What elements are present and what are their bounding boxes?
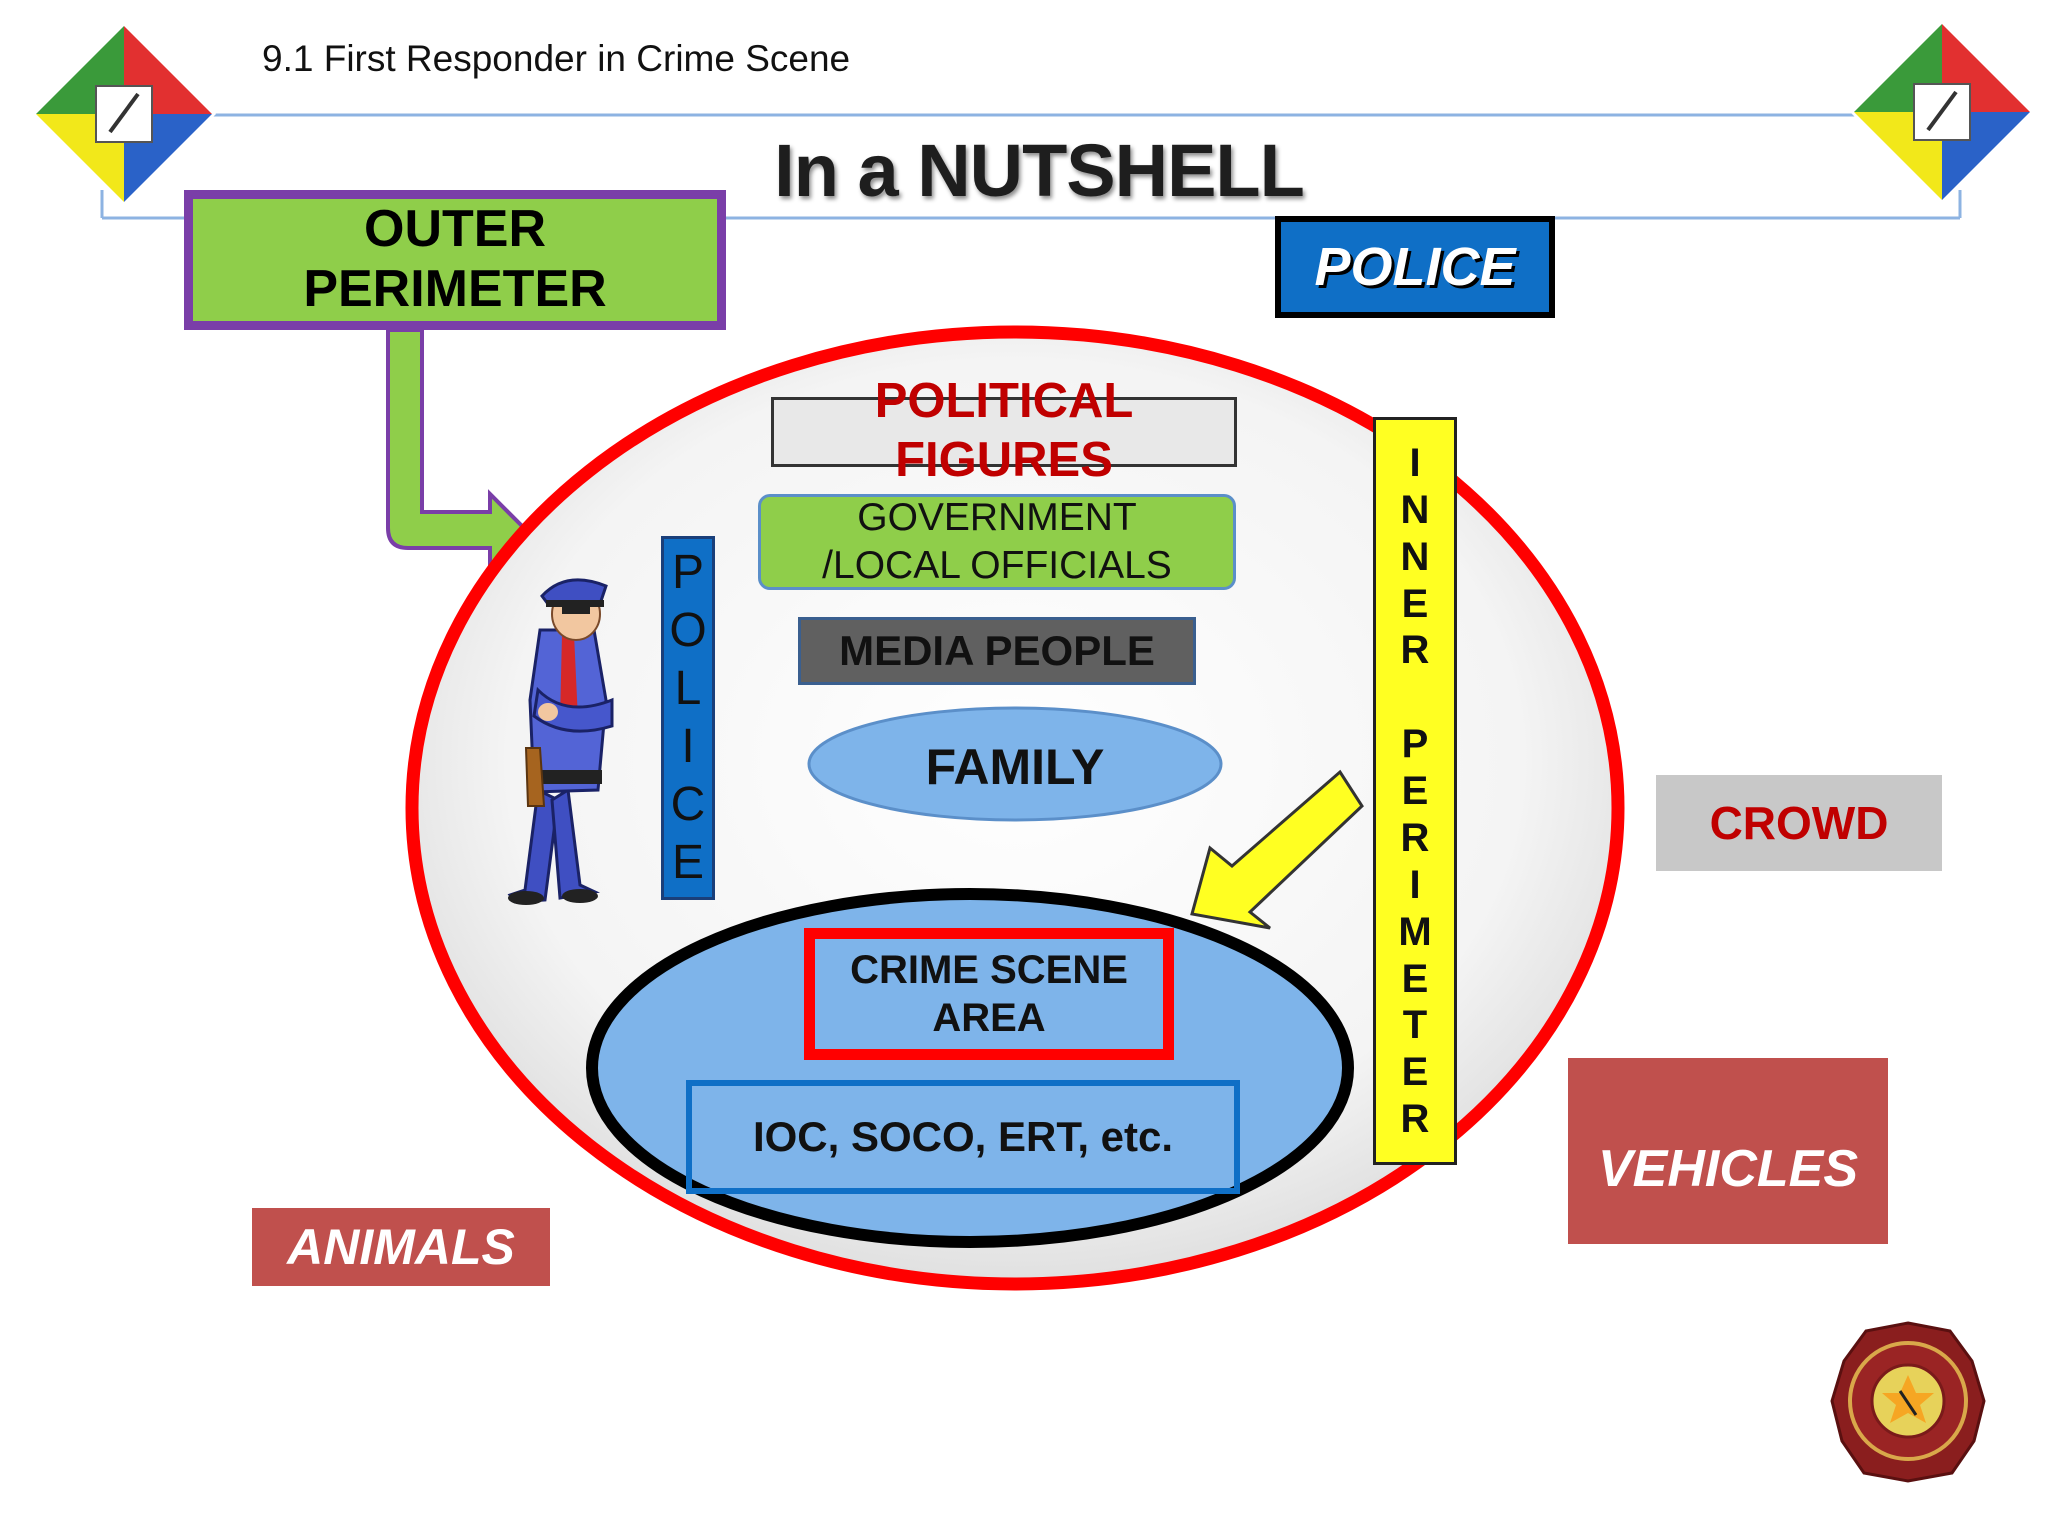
inner-perimeter-letter: E (1401, 769, 1429, 813)
diamond-emblem-icon (32, 22, 216, 206)
government-officials-box: GOVERNMENT /LOCAL OFFICIALS (758, 494, 1236, 590)
outer-perimeter-arrow (386, 328, 529, 571)
inner-perimeter-arrow (1190, 769, 1364, 930)
crime-scene-area-box: CRIME SCENE AREA (804, 928, 1174, 1060)
police-vertical-box: P O L I C E (661, 536, 715, 900)
outer-perimeter-box: OUTER PERIMETER (184, 190, 726, 330)
inner-perimeter-letter: R (1400, 628, 1430, 673)
vehicles-box: VEHICLES (1568, 1058, 1888, 1244)
family-label: FAMILY (925, 739, 1105, 795)
inner-perimeter-letter: E (1401, 1050, 1429, 1095)
inner-perimeter-box: I N N E R P E R I M E T E R (1373, 417, 1457, 1165)
inner-perimeter-letter: R (1400, 1097, 1430, 1142)
police-letter: L (674, 662, 702, 715)
police-letter: O (669, 604, 707, 657)
animals-box: ANIMALS (252, 1208, 550, 1286)
inner-perimeter-letter: N (1400, 487, 1430, 532)
police-letter: E (671, 836, 704, 889)
police-label-box: POLICE (1275, 216, 1555, 318)
inner-perimeter-letter: R (1400, 815, 1430, 860)
inner-perimeter-letter: E (1401, 581, 1429, 626)
police-officer-icon (507, 578, 614, 905)
inner-perimeter-letter: I (1409, 862, 1421, 907)
media-people-box: MEDIA PEOPLE (798, 617, 1196, 685)
police-letter: P (671, 546, 704, 599)
inner-perimeter-letter: M (1398, 909, 1432, 954)
inner-perimeter-letter: N (1400, 534, 1430, 579)
crime-scene-ellipse (586, 888, 1354, 1248)
police-letter: C (670, 778, 706, 831)
police-letter: I (681, 720, 695, 773)
diamond-emblem-icon (1850, 20, 2034, 204)
political-figures-box (771, 397, 1237, 467)
political-figures-label: POLITICAL FIGURES (874, 374, 1134, 487)
inner-perimeter-letter: P (1401, 722, 1429, 767)
units-box: IOC, SOCO, ERT, etc. (686, 1080, 1240, 1194)
inner-perimeter-letter: T (1402, 1003, 1428, 1048)
pnp-seal-icon (1830, 1321, 1986, 1483)
family-ellipse (807, 706, 1223, 822)
inner-perimeter-gap (1409, 677, 1420, 717)
inner-perimeter-letter: I (1409, 440, 1421, 485)
crowd-box: CROWD (1656, 775, 1942, 871)
inner-perimeter-letter: E (1401, 956, 1429, 1001)
slide-header: 9.1 First Responder in Crime Scene (262, 38, 851, 79)
page-title: In a NUTSHELL (774, 129, 1305, 212)
